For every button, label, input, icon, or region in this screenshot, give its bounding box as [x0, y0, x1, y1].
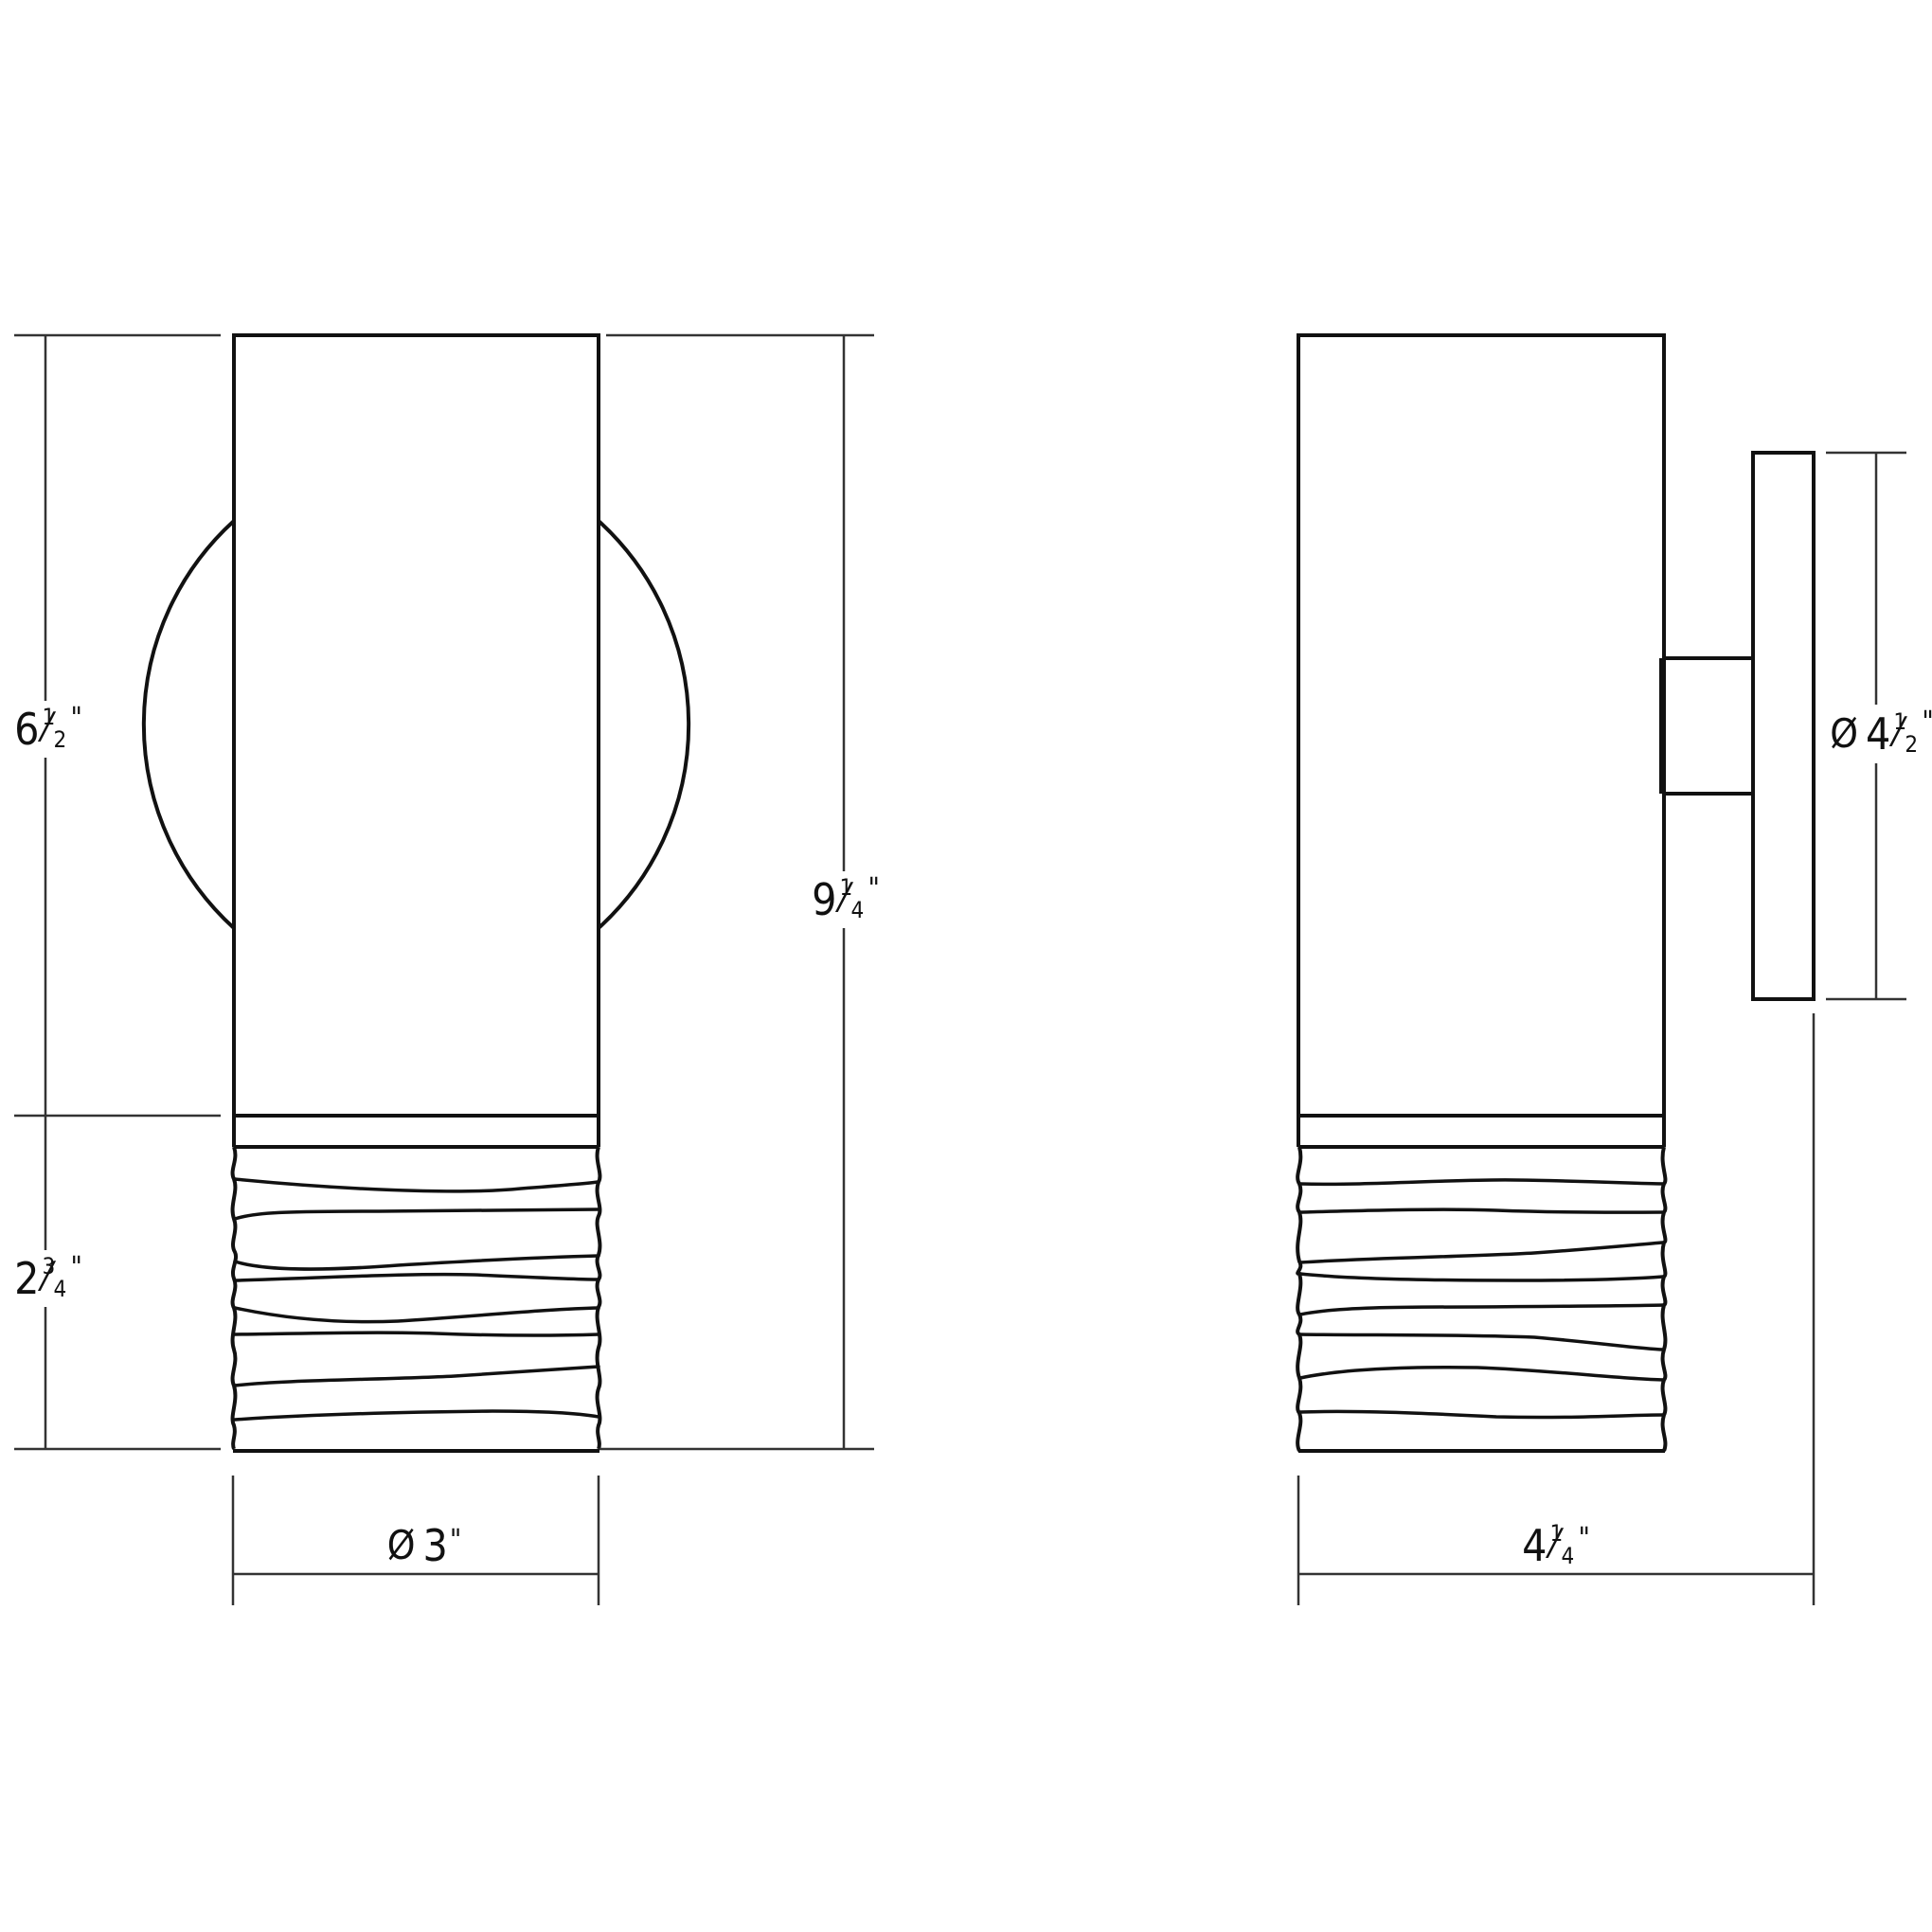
rib-line [233, 1331, 600, 1337]
fraction-slash: ⁄ [44, 1254, 50, 1301]
fraction-slash: ⁄ [44, 705, 50, 752]
dimension-label-total-height: 9 1 ⁄ 4 " [807, 871, 885, 928]
rib-line [233, 1365, 600, 1387]
mounting-stem [1664, 656, 1755, 796]
plate-diameter-fraction: 1 ⁄ 2 [1891, 708, 1920, 758]
side-view [1296, 333, 1816, 1453]
lower-height-num: 3 [42, 1253, 56, 1279]
upper-height-num: 1 [42, 704, 56, 730]
ribbed-side-right [595, 1146, 602, 1450]
diameter-whole: 3 [422, 1520, 448, 1571]
front-view-dimensions [14, 333, 874, 1605]
side-rib-line [1298, 1303, 1665, 1316]
canopy-arc-right [597, 519, 691, 930]
inch-mark: " [1578, 1522, 1590, 1555]
lower-height-den: 4 [53, 1276, 67, 1302]
ribbed-side-left [230, 1146, 238, 1450]
upper-height-fraction: 1 ⁄ 2 [40, 704, 68, 753]
dimension-label-diameter: Ø 3 " [375, 1523, 474, 1568]
upper-height-whole: 6 [14, 704, 40, 755]
rib-line [233, 1409, 600, 1422]
side-rib-line [1298, 1409, 1665, 1420]
body-outline [232, 333, 600, 1116]
projection-den: 4 [1561, 1543, 1575, 1569]
inch-mark: " [868, 872, 880, 905]
side-ribbed-left [1296, 1146, 1303, 1452]
side-rib-line [1298, 1241, 1665, 1264]
diameter-icon: Ø [386, 1522, 416, 1568]
rib-line [233, 1208, 600, 1221]
projection-fraction: 1 ⁄ 4 [1547, 1520, 1576, 1569]
total-height-fraction: 1 ⁄ 4 [837, 874, 866, 923]
upper-height-den: 2 [53, 726, 67, 753]
side-rib-line [1298, 1366, 1665, 1382]
projection-whole: 4 [1522, 1520, 1547, 1571]
dimension-label-plate-diameter: Ø 4 1 ⁄ 2 " [1828, 705, 1932, 763]
rib-line [233, 1306, 600, 1324]
side-body-outline [1297, 333, 1666, 1116]
lower-height-fraction: 3 ⁄ 4 [40, 1253, 68, 1302]
canopy-arc-left [141, 519, 236, 930]
dimension-label-projection: 4 1 ⁄ 4 " [1515, 1521, 1597, 1570]
total-height-num: 1 [839, 874, 853, 901]
dimension-label-upper-height: 6 1 ⁄ 2 " [9, 701, 87, 758]
inch-mark: " [449, 1524, 462, 1557]
side-rib-line [1298, 1208, 1665, 1214]
fraction-slash: ⁄ [1895, 709, 1902, 757]
projection-num: 1 [1549, 1520, 1564, 1547]
fraction-slash: ⁄ [1551, 1521, 1558, 1568]
inch-mark: " [70, 1251, 82, 1284]
diameter-icon: Ø [1830, 710, 1858, 757]
inch-mark: " [70, 702, 82, 735]
dimension-label-lower-height: 2 3 ⁄ 4 " [9, 1250, 87, 1307]
plate-diameter-whole: 4 [1866, 708, 1891, 760]
side-ribbed-right [1660, 1146, 1668, 1452]
total-height-whole: 9 [812, 874, 837, 925]
plate-diameter-den: 2 [1905, 731, 1919, 758]
wall-plate [1751, 451, 1816, 1001]
inch-mark: " [1922, 708, 1932, 737]
rib-line [233, 1254, 600, 1271]
rib-line [233, 1272, 600, 1282]
rib-line [233, 1177, 600, 1193]
side-rib-line [1298, 1272, 1665, 1282]
total-height-den: 4 [850, 897, 865, 923]
front-view [141, 333, 691, 1453]
side-rib-line [1298, 1178, 1665, 1187]
side-rib-line [1298, 1333, 1665, 1351]
lower-height-whole: 2 [14, 1253, 40, 1304]
plate-diameter-num: 1 [1893, 708, 1907, 735]
fraction-slash: ⁄ [841, 875, 848, 922]
